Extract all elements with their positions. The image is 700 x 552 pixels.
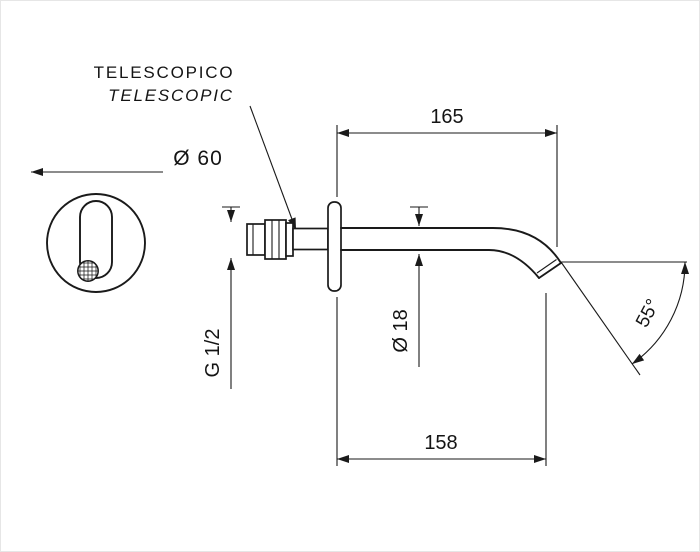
fitting-ring [285,222,294,257]
side-view [246,201,562,292]
wall-flange [327,201,342,292]
spout-top-outline [340,227,562,264]
dim-165-label: 165 [430,106,463,128]
aerator [77,260,99,282]
fitting-nut [264,219,287,260]
spout-bottom-outline [340,249,540,279]
spout-outlet-face [538,262,562,279]
dim-spout-diameter: Ø 18 [390,206,428,367]
callout-leader-line [249,105,297,231]
dim-g12-label: G 1/2 [202,329,224,378]
thread-end [246,223,266,256]
spout-aerator-line [536,259,557,274]
dim-18-label: Ø 18 [390,309,412,352]
dim-top-length: 165 [336,106,558,247]
dim-bottom-length: 158 [336,293,547,466]
dim-front-diameter-label: Ø 60 [173,147,223,170]
telescopic-pipe [292,227,329,251]
telescopic-fitting [246,219,329,260]
dim-outlet-angle: 55° [560,261,690,376]
flange-circle-front [46,193,146,293]
spout-body [340,227,562,279]
front-view: Ø 60 [31,147,223,293]
callout-telescopic: TELESCOPICO TELESCOPIC [94,63,297,231]
dim-55-arc [631,261,690,365]
callout-secondary-label: TELESCOPIC [108,86,234,105]
dim-158-label: 158 [424,432,457,454]
dim-front-diameter: Ø 60 [31,147,223,176]
callout-primary-label: TELESCOPICO [94,63,235,82]
dim-55-ref-diagonal [560,261,641,376]
dim-thread: G 1/2 [202,206,240,389]
dim-55-label: 55° [632,296,664,331]
